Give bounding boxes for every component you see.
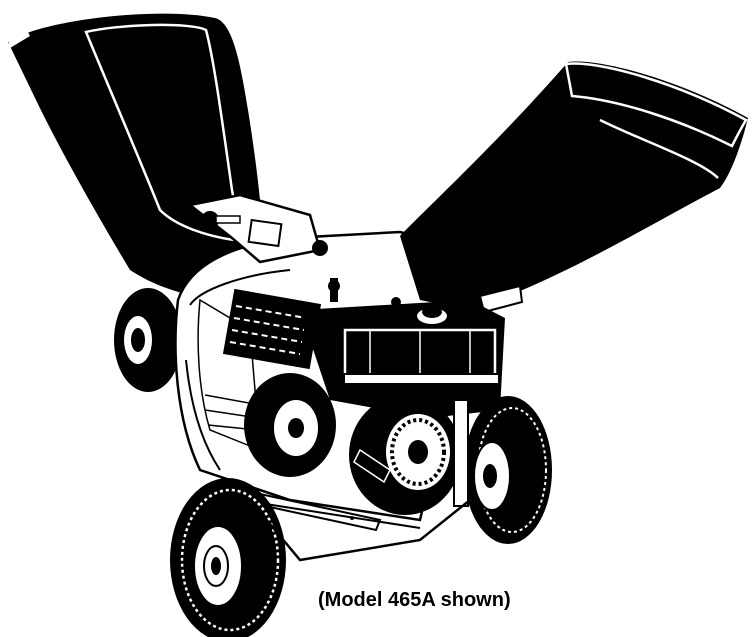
frame-base xyxy=(249,499,471,562)
discharge-chute xyxy=(400,61,748,314)
rear-left-wheel xyxy=(114,288,182,392)
figure-caption: (Model 465A shown) xyxy=(318,589,511,611)
front-right-wheel xyxy=(453,396,552,544)
front-left-wheel xyxy=(170,478,286,637)
chute-bracket xyxy=(187,193,322,264)
recoil-starter xyxy=(349,395,461,515)
engine xyxy=(300,240,505,418)
pulley xyxy=(244,373,336,477)
air-filter xyxy=(222,288,322,370)
